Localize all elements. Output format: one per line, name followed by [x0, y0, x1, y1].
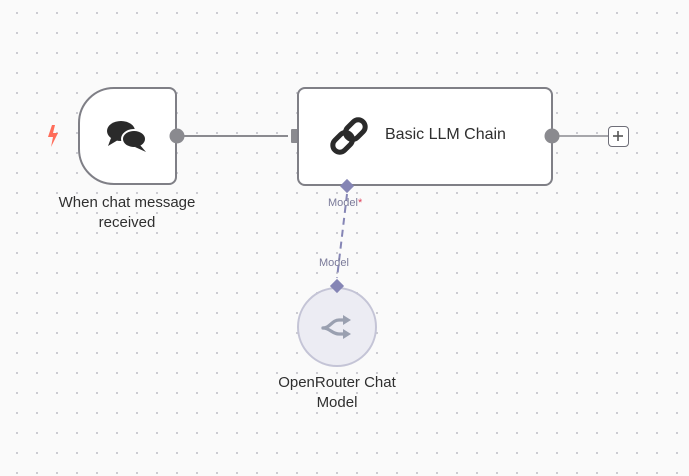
trigger-node-label: When chat message received: [58, 194, 196, 231]
link-icon: [330, 117, 368, 155]
openrouter-chat-model-node[interactable]: [297, 287, 377, 367]
chain-model-input-handle[interactable]: [338, 177, 356, 195]
model-output-handle[interactable]: [328, 277, 346, 295]
add-node-button[interactable]: [608, 126, 629, 147]
openrouter-icon: [321, 315, 351, 339]
model-node-label: OpenRouter Chat Model: [278, 374, 396, 411]
required-marker: *: [357, 197, 363, 209]
chain-node-title: Basic LLM Chain: [385, 126, 506, 143]
chain-model-port-text: Model: [328, 197, 358, 209]
chain-input-handle[interactable]: [291, 129, 298, 143]
trigger-bolt-icon: [48, 125, 58, 147]
trigger-output-handle[interactable]: [169, 128, 185, 144]
model-output-port-label: Model: [319, 257, 349, 269]
plus-icon: [613, 131, 623, 141]
chat-bubbles-icon: [107, 121, 147, 152]
model-connection[interactable]: [336, 193, 348, 279]
chain-output-handle[interactable]: [544, 128, 560, 144]
chain-model-port-label: Model*: [328, 197, 362, 209]
